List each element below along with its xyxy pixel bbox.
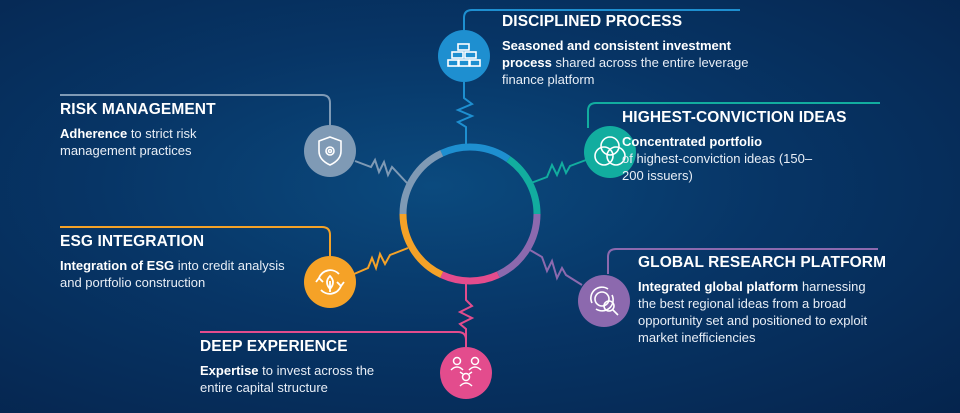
ring-arc-esg [399,213,444,278]
zigzag-esg [353,247,409,275]
ring-arc-conviction [506,156,541,215]
item-deep-experience: DEEP EXPERIENCE Expertise to invest acro… [200,338,400,396]
item-risk-management: RISK MANAGEMENT Adherence to strict risk… [60,101,240,159]
zigzag-experience [457,283,475,347]
item-highest-conviction-ideas: HIGHEST-CONVICTION IDEAS Concentrated po… [622,109,847,184]
item-description: Integration of ESG into credit analysis … [60,257,290,291]
zigzag-disciplined [455,82,475,147]
line-research [607,248,878,274]
shield-gear-icon [304,125,356,177]
zigzag-risk [354,157,408,184]
line-esg [60,226,331,256]
item-title: ESG INTEGRATION [60,233,205,250]
item-highlight: Integrated global platform [638,279,799,294]
item-description: Integrated global platform harnessing th… [638,278,878,346]
item-title: DISCIPLINED PROCESS [502,13,683,30]
item-esg-integration: ESG INTEGRATION Integration of ESG into … [60,233,290,291]
item-title: DEEP EXPERIENCE [200,338,348,355]
central-ring [399,143,541,285]
item-description: Concentrated portfolio of highest-convic… [622,133,822,184]
item-title: HIGHEST-CONVICTION IDEAS [622,109,847,126]
globe-search-icon [578,275,630,327]
ring-arc-research [496,213,541,278]
item-description: Adherence to strict risk management prac… [60,125,240,159]
item-description: Seasoned and consistent investment proce… [502,37,752,88]
item-global-research-platform: GLOBAL RESEARCH PLATFORM Integrated glob… [638,254,887,346]
item-highlight: Expertise [200,363,259,378]
venn-circles-icon [584,126,636,178]
line-disciplined [463,9,740,30]
item-highlight: Seasoned and consistent investment proce… [502,38,732,70]
item-text: of highest-conviction ideas (150–200 iss… [622,151,813,183]
item-highlight: Adherence [60,126,128,141]
item-text: to strict risk management practices [60,126,197,158]
zigzag-research [529,249,583,286]
leaf-cycle-icon [304,256,356,308]
line-risk [60,94,331,126]
item-text: harnessing the best regional ideas from … [638,279,868,345]
item-highlight: Integration of ESG [60,258,175,273]
item-text: to invest across the entire capital stru… [200,363,375,395]
item-text: into credit analysis and portfolio const… [60,258,285,290]
item-title: RISK MANAGEMENT [60,101,216,118]
item-text: shared across the entire leverage financ… [502,55,749,87]
line-conviction [587,102,880,128]
item-description: Expertise to invest across the entire ca… [200,362,400,396]
zigzag-conviction [530,159,587,184]
building-blocks-icon [438,30,490,82]
ring-arc-experience [440,271,500,285]
item-title: GLOBAL RESEARCH PLATFORM [638,254,887,271]
item-disciplined-process: DISCIPLINED PROCESS Seasoned and consist… [502,13,752,88]
item-highlight: Concentrated portfolio [622,134,763,149]
people-network-icon [440,347,492,399]
ring-arc-risk [399,150,444,215]
ring-arc-disciplined [440,143,511,163]
